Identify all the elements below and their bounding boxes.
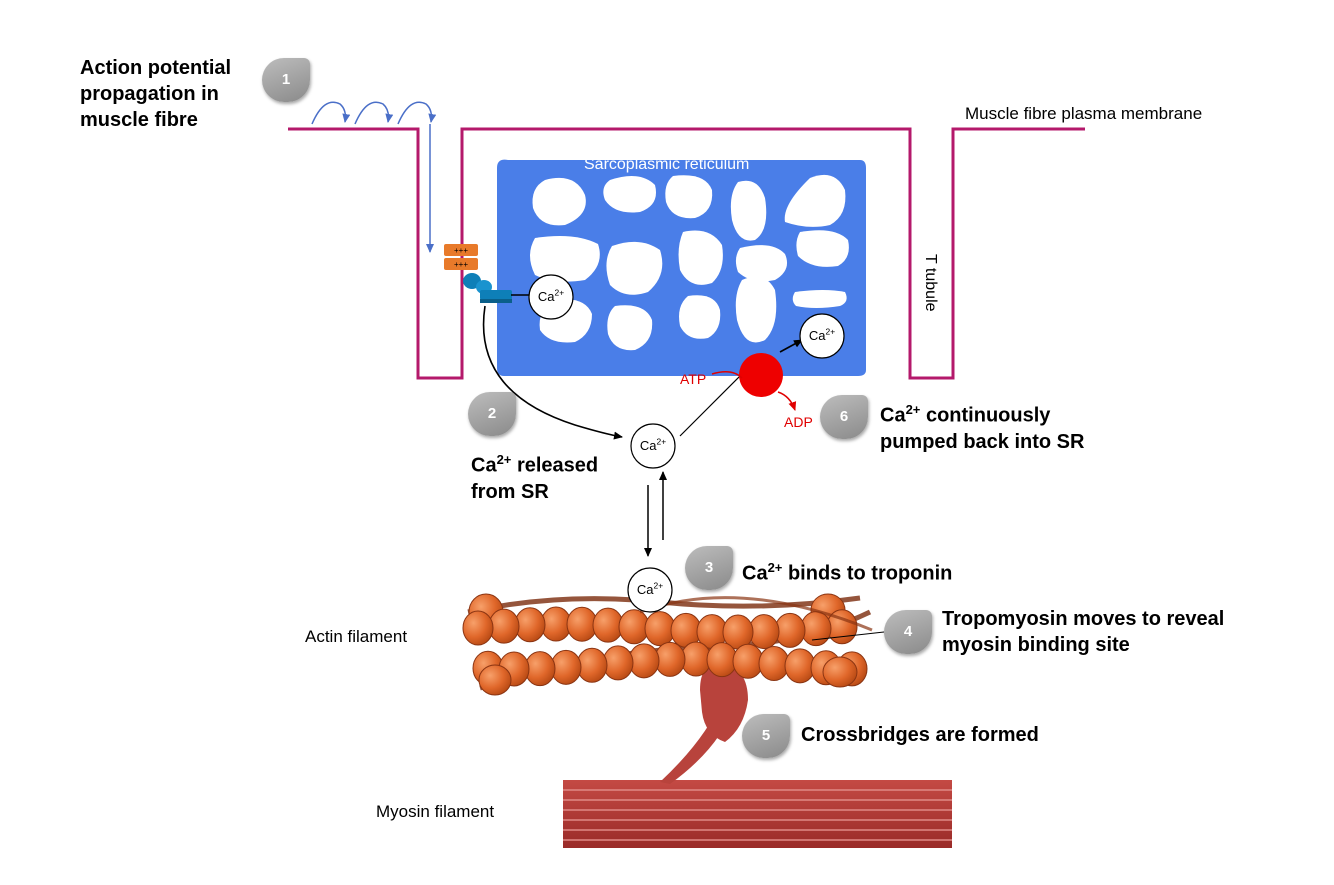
actin-monomer bbox=[644, 611, 676, 647]
ca-label-troponin: Ca2+ bbox=[636, 581, 664, 598]
actin-monomer bbox=[524, 651, 556, 687]
actin-monomer bbox=[706, 642, 738, 678]
ryanodine-receptor-channel bbox=[463, 273, 534, 303]
actin-monomer bbox=[628, 643, 660, 679]
adp-label: ADP bbox=[784, 414, 813, 430]
actin-monomer bbox=[748, 614, 780, 650]
ap-propagation-arrows bbox=[311, 101, 437, 253]
actin-monomer bbox=[462, 610, 494, 646]
actin-monomer bbox=[592, 607, 624, 643]
actin-monomer bbox=[602, 645, 634, 681]
actin-monomer bbox=[540, 606, 572, 642]
actin-monomer bbox=[576, 647, 608, 683]
actin-monomer bbox=[774, 612, 806, 648]
actin-monomer bbox=[566, 606, 598, 642]
myosin-filament bbox=[563, 780, 952, 848]
ca-ion-troponin bbox=[627, 567, 673, 613]
step-badge-4: 4 bbox=[884, 610, 932, 654]
step-4-text: Tropomyosin moves to reveal myosin bindi… bbox=[942, 608, 1225, 656]
ca-label-sr: Ca2+ bbox=[537, 288, 565, 305]
step-badge-1: 1 bbox=[262, 58, 310, 102]
ca-ion-sr bbox=[528, 274, 574, 320]
voltage-sensor-dhpr bbox=[444, 244, 478, 270]
adp-arrow bbox=[777, 391, 797, 411]
actin-monomer bbox=[514, 607, 546, 643]
step-badge-2: 2 bbox=[468, 392, 516, 436]
ca-label-pumped: Ca2+ bbox=[808, 327, 836, 344]
atp-label: ATP bbox=[680, 371, 707, 387]
dhpr-charge-bottom: +++ bbox=[454, 260, 468, 269]
actin-monomer bbox=[758, 646, 790, 682]
t-tubule-label: T tubule bbox=[922, 254, 939, 312]
actin-monomer bbox=[550, 649, 582, 685]
ca-pump bbox=[739, 353, 783, 397]
step-1-text: Action potential propagation in muscle f… bbox=[80, 57, 232, 131]
atp-arrow bbox=[711, 371, 743, 379]
actin-monomer bbox=[732, 643, 764, 679]
ca-release-arrow bbox=[482, 305, 623, 440]
plasma-membrane bbox=[288, 127, 1085, 380]
sr-label: Sarcoplasmic reticulum bbox=[584, 156, 750, 173]
leader-line-4 bbox=[811, 631, 885, 641]
ca-to-pump-arrow bbox=[679, 369, 747, 437]
actin-monomer bbox=[680, 641, 712, 677]
myosin-crossbridge bbox=[660, 662, 748, 784]
step-badge-3: 3 bbox=[685, 546, 733, 590]
myosin-filament-label: Myosin filament bbox=[376, 802, 495, 821]
step-2-text: Ca2+ released from SR bbox=[471, 452, 599, 503]
pump-to-sr-arrow bbox=[779, 339, 803, 353]
dhpr-charge-top: +++ bbox=[454, 246, 468, 255]
actin-monomer bbox=[822, 656, 858, 688]
step-badge-6: 6 bbox=[820, 395, 868, 439]
actin-monomer bbox=[800, 611, 832, 647]
actin-monomer bbox=[488, 608, 520, 644]
ca-label-cytosol: Ca2+ bbox=[639, 437, 667, 454]
step-3-text: Ca2+ binds to troponin bbox=[742, 560, 953, 585]
step-6-text: Ca2+ continuously pumped back into SR bbox=[880, 402, 1085, 453]
sr-lumen-holes bbox=[530, 174, 849, 351]
actin-filament-label: Actin filament bbox=[305, 627, 408, 646]
ca-ion-cytosol bbox=[630, 423, 676, 469]
actin-monomer bbox=[478, 664, 512, 696]
actin-filament bbox=[462, 593, 868, 696]
ca-ion-pumped bbox=[799, 313, 845, 359]
actin-monomer bbox=[618, 609, 650, 645]
actin-monomer bbox=[784, 648, 816, 684]
plasma-membrane-label: Muscle fibre plasma membrane bbox=[965, 104, 1203, 123]
actin-monomer bbox=[654, 641, 686, 677]
step-badge-5: 5 bbox=[742, 714, 790, 758]
step-5-text: Crossbridges are formed bbox=[801, 724, 1039, 746]
